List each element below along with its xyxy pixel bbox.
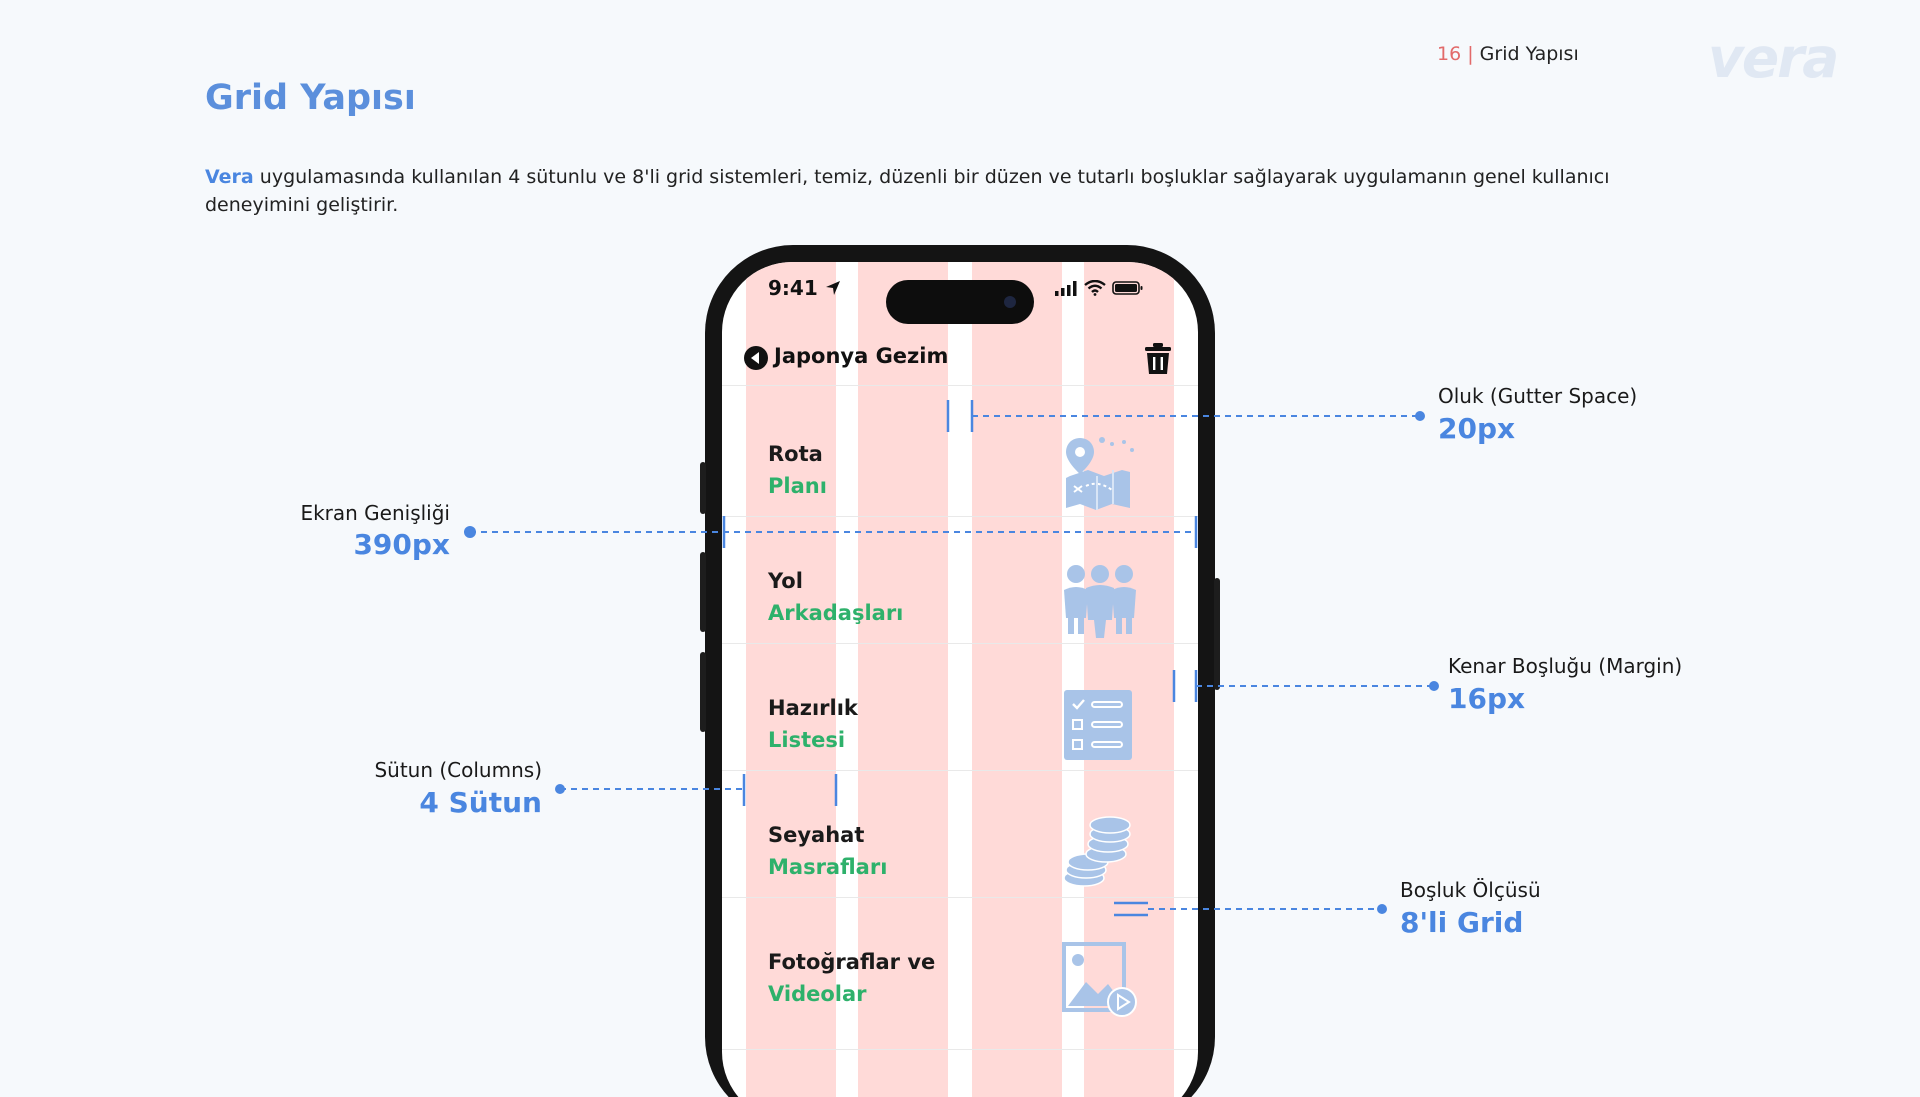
row-subtitle-route[interactable]: Planı [768, 474, 827, 498]
nav-title: Japonya Gezim [774, 344, 949, 368]
intro-brand: Vera [205, 166, 254, 188]
divider [722, 643, 1198, 644]
divider [722, 897, 1198, 898]
grid-column [858, 262, 948, 1097]
grid-column [746, 262, 836, 1097]
gutter-label: Oluk (Gutter Space) [1438, 384, 1638, 408]
status-time: 9:41 [768, 276, 841, 300]
row-title-preparation[interactable]: Hazırlık [768, 696, 858, 720]
people-icon [1064, 565, 1136, 638]
phone-volume-up [700, 552, 706, 632]
page-title: Grid Yapısı [205, 78, 416, 118]
grid-column [972, 262, 1062, 1097]
divider [722, 1049, 1198, 1050]
map-icon [1066, 437, 1134, 510]
columns-value: 4 Sütun [419, 786, 542, 819]
phone-volume-down [700, 652, 706, 732]
brand-logo: vera [1708, 26, 1839, 90]
page-indicator: 16 | Grid Yapısı [1437, 43, 1579, 65]
divider [722, 770, 1198, 771]
gutter-value: 20px [1438, 412, 1516, 445]
width-dot [464, 526, 476, 538]
back-button[interactable] [744, 346, 768, 370]
row-subtitle-preparation[interactable]: Listesi [768, 728, 846, 752]
status-icons [1054, 280, 1144, 296]
gutter-dot [1415, 411, 1425, 421]
row-subtitle-expenses[interactable]: Masrafları [768, 855, 888, 879]
location-arrow-icon [825, 281, 840, 295]
coins-icon [1063, 816, 1131, 887]
page-number: 16 | [1437, 43, 1474, 65]
spacing-label: Boşluk Ölçüsü [1400, 878, 1541, 902]
width-label: Ekran Genişliği [300, 501, 450, 525]
row-title-route[interactable]: Rota [768, 442, 823, 466]
battery-icon [1112, 281, 1143, 295]
row-title-companions[interactable]: Yol [768, 569, 803, 593]
intro-text: uygulamasında kullanılan 4 sütunlu ve 8'… [205, 166, 1610, 216]
spacing-dot [1377, 904, 1387, 914]
trash-icon[interactable] [1142, 342, 1174, 376]
columns-dot [555, 784, 565, 794]
wifi-icon [1084, 280, 1106, 296]
photo-icon [1062, 942, 1137, 1017]
width-value: 390px [353, 528, 450, 561]
row-subtitle-media[interactable]: Videolar [768, 982, 867, 1006]
signal-icon [1055, 281, 1077, 296]
phone-screen: 9:41 Japonya Gezim Rota Planı [722, 262, 1198, 1097]
row-subtitle-companions[interactable]: Arkadaşları [768, 601, 904, 625]
page-label: Grid Yapısı [1479, 43, 1579, 65]
divider [722, 385, 1198, 386]
margin-label: Kenar Boşluğu (Margin) [1448, 654, 1683, 678]
phone-action-button [700, 462, 706, 514]
intro-paragraph: Vera uygulamasında kullanılan 4 sütunlu … [205, 163, 1685, 219]
camera-dot [1004, 296, 1016, 308]
row-title-expenses[interactable]: Seyahat [768, 823, 865, 847]
margin-value: 16px [1448, 682, 1526, 715]
checklist-icon [1064, 690, 1132, 760]
margin-dot [1429, 681, 1439, 691]
grid-column [1084, 262, 1174, 1097]
divider [722, 516, 1198, 517]
spacing-value: 8'li Grid [1400, 906, 1524, 939]
row-title-media[interactable]: Fotoğraflar ve [768, 950, 936, 974]
phone-power-button [1214, 578, 1220, 690]
columns-label: Sütun (Columns) [374, 758, 542, 782]
dynamic-island [886, 280, 1034, 324]
